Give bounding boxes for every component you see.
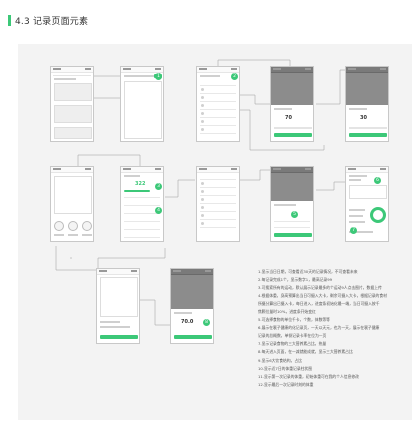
phone-meal-list [196,166,240,242]
note-5: 所摄分算出已摄入卡，每日进入，进度条初始化最一端，当日可摄入按千 [258,301,380,307]
phone-intake-detail: 322 3 4 [120,166,164,242]
phone-food-picker: 70 [270,66,314,142]
picker-value-2: 30 [360,115,367,121]
note-6: 焦颗位量时10%，进度条开始变红 [258,309,316,315]
heading-accent-bar [8,14,11,26]
phone-food-list: 2 [196,66,240,142]
phone-weight-home [96,268,140,344]
picker-value-3: 70.0 [181,319,194,325]
note-7: 5.可选择食物的单位千卡，个数，体数等等 [258,317,330,323]
badge-6: 6 [374,177,381,184]
badge-1: 1 [155,73,162,80]
phone-weight-record: 6 7 [345,166,389,242]
detail-top-value: 322 [135,181,146,187]
note-12: 9.显示6大饮食结构，占比 [258,357,303,363]
phone-weight-picker: 70.0 8 [170,268,214,344]
phone-unit-picker: 30 [345,66,389,142]
note-4: 4.根据体重，身高预算出当日可摄入大卡，剩余可摄入大卡，根据记录的食材 [258,293,387,299]
note-8: 6.展示在裹子健康的化记录页，一天以天元，也为一天，展示在裹子健康 [258,325,380,331]
badge-3: 3 [155,183,162,190]
note-11: 8.每天进入页面，在一减就能成就，显示三大营养素占比 [258,349,353,355]
note-10: 7.显示记录食物的三大营养素占比，热量 [258,341,327,347]
phone-search: 1 [120,66,164,142]
section-heading: 4.3 记录页面元素 [8,14,89,27]
phone-record-home [50,166,94,242]
picker-value: 70 [285,115,292,121]
badge-2: 2 [231,73,238,80]
phone-home [50,66,94,142]
note-1: 1.显示当日日期，可查看近30天的记录情况，不可查看未来 [258,269,358,274]
note-9: 记录的总概数，单餐记录卡率在位为一页 [258,333,327,339]
note-2: 2.每记录完成1个，显示数字1，最高记录99 [258,277,333,283]
badge-8: 8 [203,319,210,326]
note-15: 12.显示最后一次记录时刻的体重 [258,381,314,387]
badge-4: 4 [155,207,162,214]
note-13: 10.显示近7日的体重记录柱状图 [258,365,313,371]
note-14: 11.显示第一次记录的体重，初始体重可在我的个人信息修改 [258,373,359,379]
badge-5: 5 [291,211,298,218]
section-title: 4.3 记录页面元素 [15,16,89,27]
requirement-notes: 1.显示当日日期，可查看近30天的记录情况，不可查看未来 2.每记录完成1个，显… [258,268,412,389]
badge-7: 7 [350,227,357,234]
note-3: 3.可搜索所有的运动，默认展示记录最多的个运动9人点击图片，数据上传 [258,285,382,291]
phone-nutrient-sheet: 5 [270,166,314,242]
